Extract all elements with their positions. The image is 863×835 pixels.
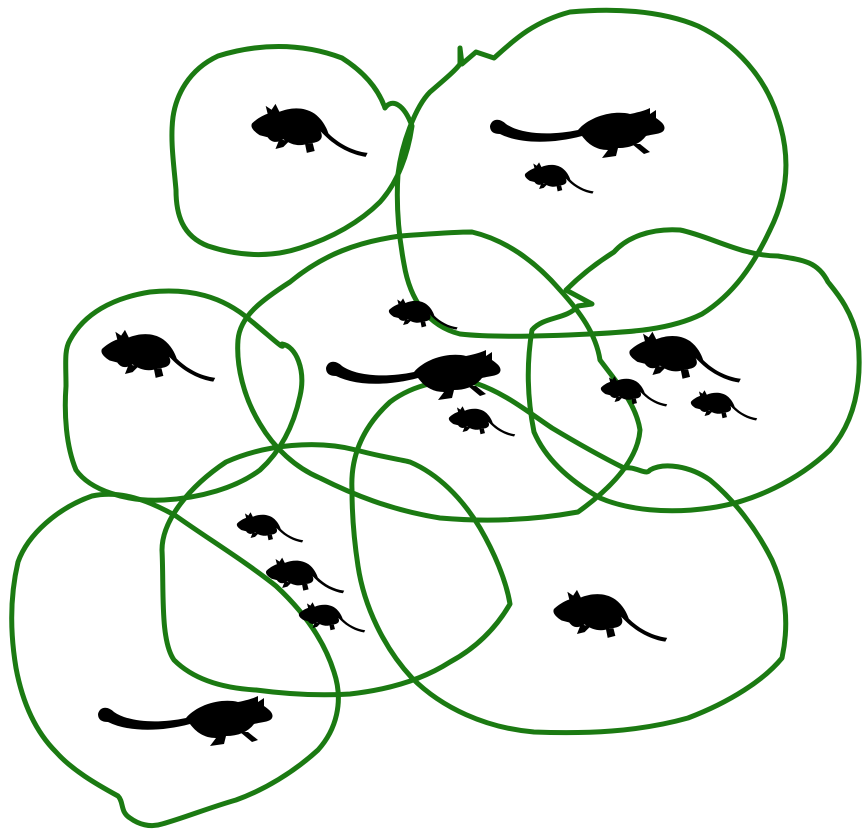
mouse-icon — [251, 104, 367, 157]
mouse-icon — [101, 330, 215, 382]
home-range-2 — [397, 10, 786, 336]
animals — [98, 104, 757, 746]
mouse-icon — [691, 390, 757, 420]
home-range-1 — [172, 47, 412, 255]
home-range-6 — [162, 445, 510, 695]
mouse-icon — [299, 602, 365, 632]
mouse-icon — [389, 298, 458, 329]
jerboa-icon — [326, 350, 501, 400]
home-range-7 — [352, 381, 786, 733]
mouse-icon — [553, 590, 667, 642]
mouse-icon — [629, 332, 740, 383]
home-range-outlines — [12, 10, 859, 825]
mouse-icon — [601, 376, 667, 406]
home-range-3 — [65, 291, 301, 500]
jerboa-icon — [98, 696, 273, 746]
jerboa-icon — [490, 108, 665, 158]
mouse-icon — [449, 406, 515, 436]
mouse-icon — [525, 162, 594, 193]
mouse-icon — [237, 512, 303, 542]
